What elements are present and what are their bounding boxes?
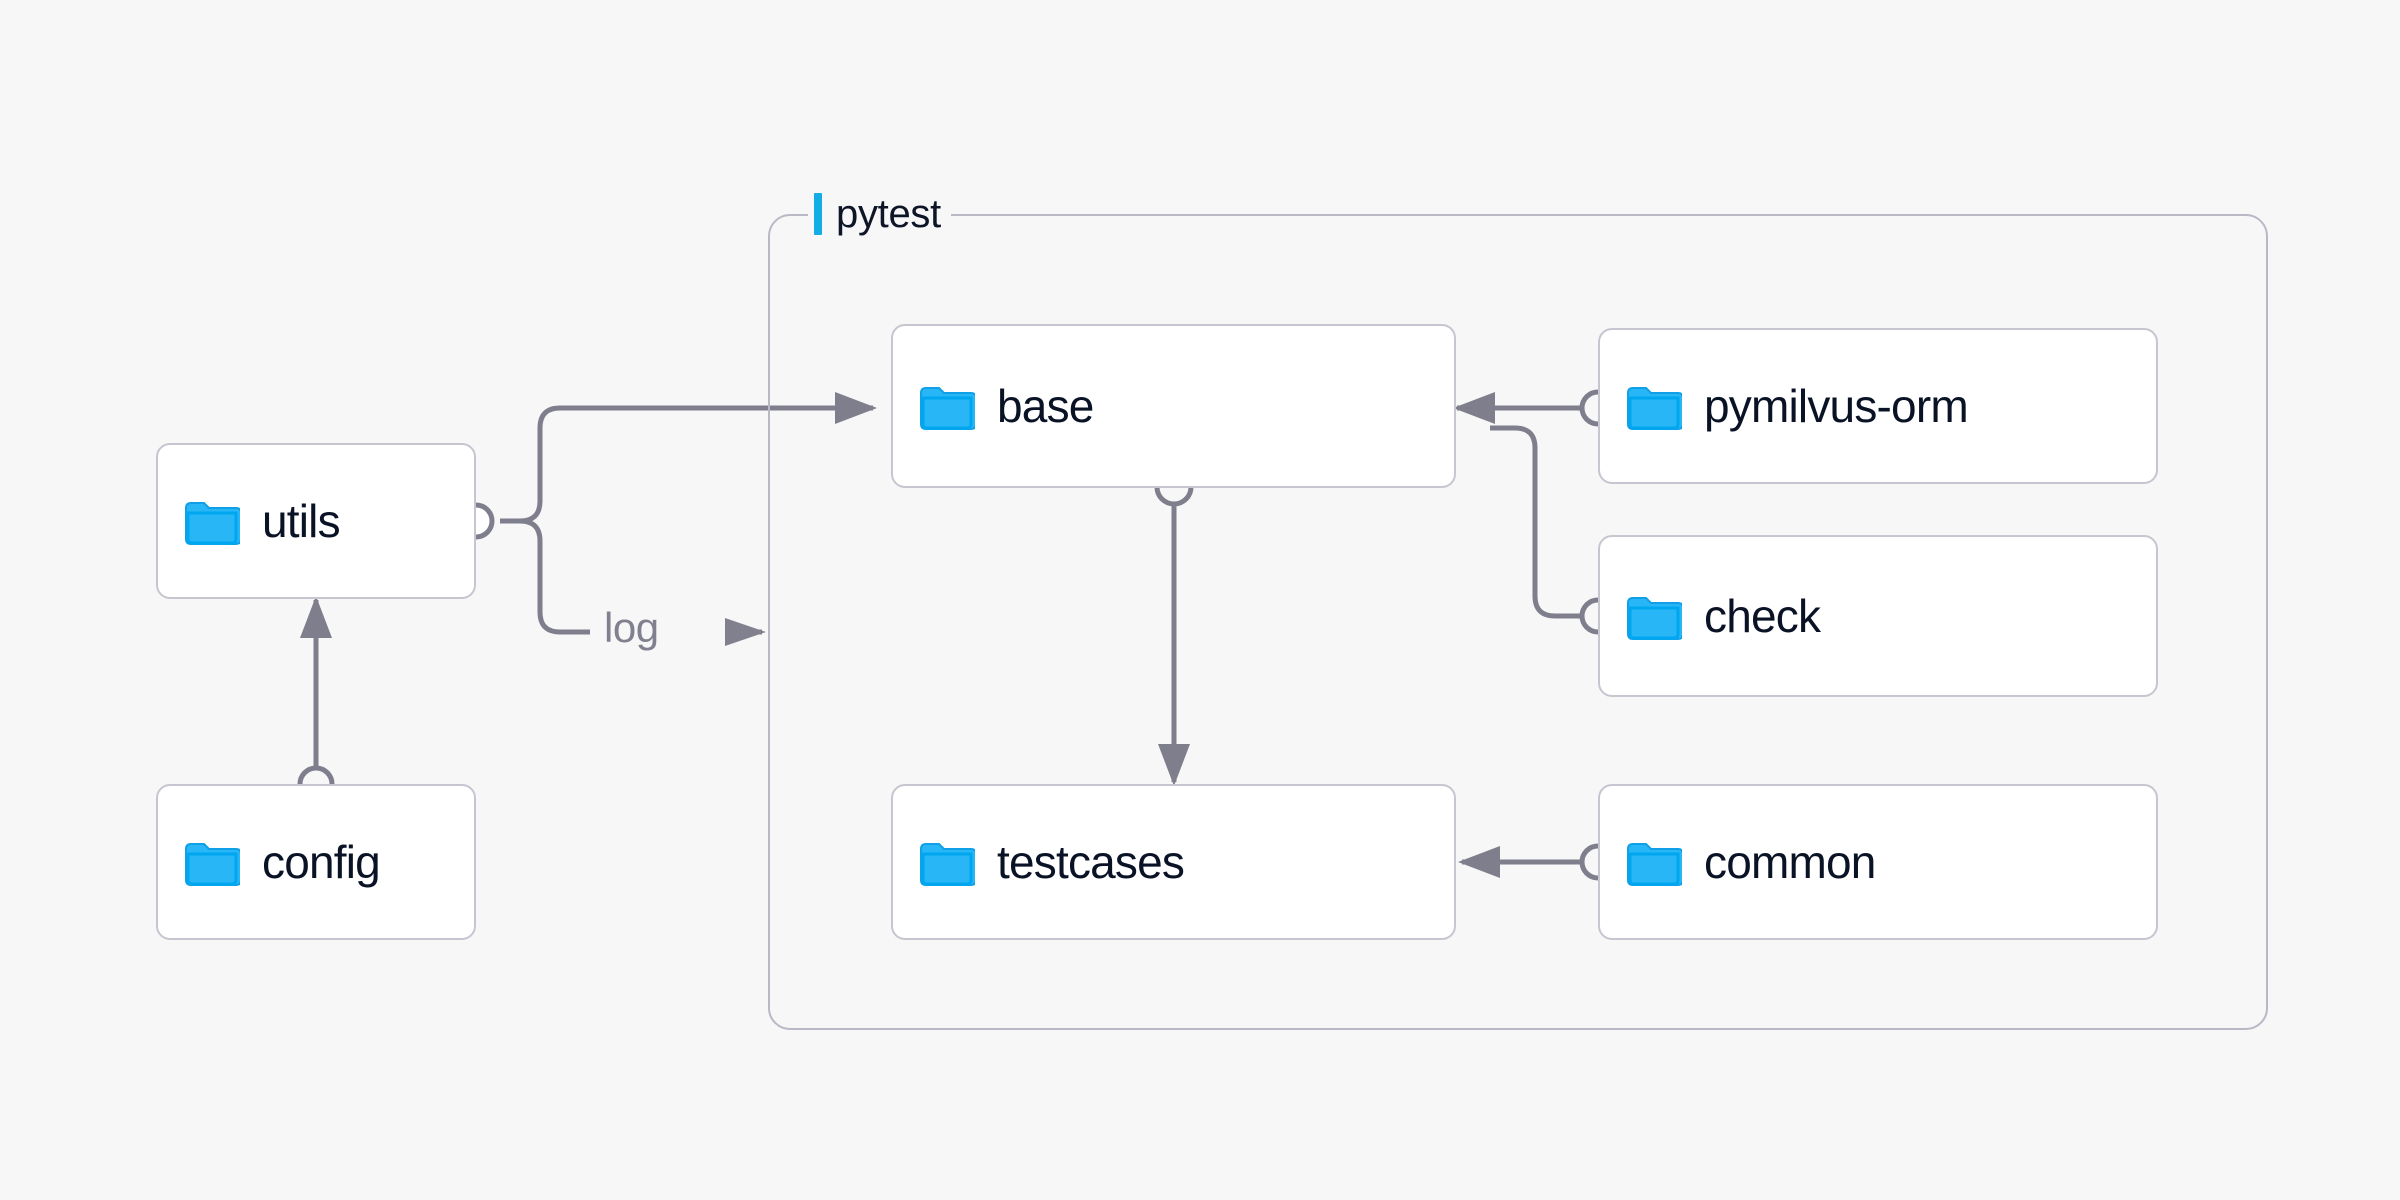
folder-icon xyxy=(919,384,977,432)
group-accent-bar xyxy=(814,193,822,235)
group-container-pytest xyxy=(768,214,2268,1030)
folder-icon xyxy=(184,840,242,888)
node-label: base xyxy=(997,380,1094,432)
node-pymilvus-orm[interactable]: pymilvus-orm xyxy=(1598,328,2158,484)
node-testcases[interactable]: testcases xyxy=(891,784,1456,940)
edge-label-log: log xyxy=(604,604,659,651)
folder-icon xyxy=(1626,840,1684,888)
folder-icon xyxy=(1626,384,1684,432)
node-utils[interactable]: utils xyxy=(156,443,476,599)
node-label: common xyxy=(1704,836,1876,888)
folder-icon xyxy=(184,499,242,547)
node-common[interactable]: common xyxy=(1598,784,2158,940)
node-base[interactable]: base xyxy=(891,324,1456,488)
node-label: pymilvus-orm xyxy=(1704,380,1969,432)
node-check[interactable]: check xyxy=(1598,535,2158,697)
node-label: utils xyxy=(262,495,341,547)
folder-icon xyxy=(1626,594,1684,642)
edge-config-to-utils xyxy=(297,595,335,803)
group-title: pytest xyxy=(836,191,941,236)
node-label: check xyxy=(1704,590,1821,642)
group-label-pytest: pytest xyxy=(808,192,951,236)
folder-icon xyxy=(919,840,977,888)
node-label: config xyxy=(262,836,381,888)
node-config[interactable]: config xyxy=(156,784,476,940)
node-label: testcases xyxy=(997,836,1185,888)
